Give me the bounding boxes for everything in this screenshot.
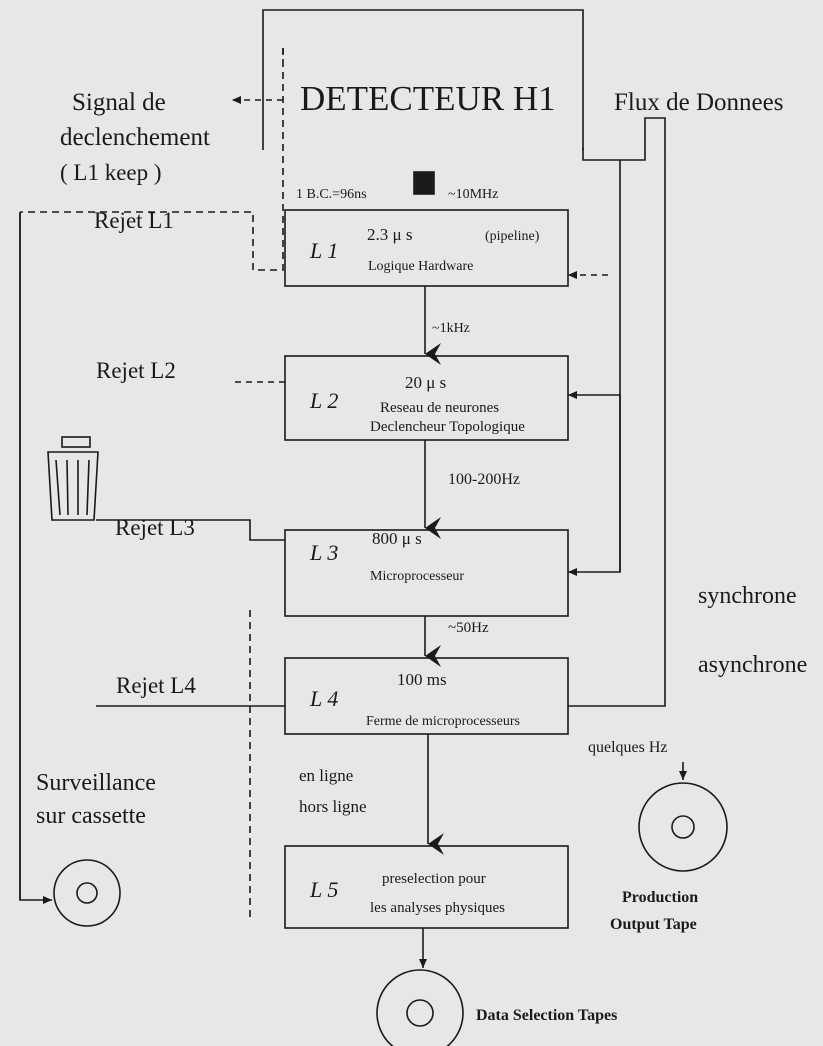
en-ligne-label: en ligne [299,766,353,785]
rejet-l4-label: Rejet L4 [116,673,196,698]
rejet-l3-label: Rejet L3 [115,515,195,540]
l1-name: L 1 [309,238,338,263]
rejet-l2-label: Rejet L2 [96,358,176,383]
rejet-l1-label: Rejet L1 [94,208,174,233]
detector-output-block [413,171,435,195]
data-flow-loop [568,117,666,707]
hors-ligne-label: hors ligne [299,797,367,816]
trash-can-icon [47,436,99,521]
data-selection-tape-reel-icon [376,969,464,1046]
bc-rate: 1 B.C.=96ns [296,187,367,202]
l4-name: L 4 [309,686,338,711]
production-line2: Output Tape [610,916,697,933]
l3-time: 800 μ s [372,529,422,548]
rate-50hz: ~50Hz [448,620,489,636]
flux-label: Flux de Donnees [614,89,783,116]
l3-reject-line [96,519,285,541]
detector-title: DETECTEUR H1 [300,79,556,118]
rate-1khz: ~1kHz [432,321,470,336]
l5-box [284,845,569,929]
production-line1: Production [622,889,698,906]
production-tape-reel-icon [638,782,728,872]
l4-desc: Ferme de microprocesseurs [366,714,520,729]
synchrone-label: synchrone [698,583,797,609]
rate-10mhz: ~10MHz [448,187,498,202]
l2-desc2: Declencheur Topologique [370,419,525,435]
signal-label-line1: Signal de [72,89,166,116]
detector-box [262,9,584,150]
l4-time: 100 ms [397,670,447,689]
l5-name: L 5 [309,877,338,902]
asynchrone-label: asynchrone [698,652,807,678]
l1-note: (pipeline) [485,229,540,244]
l1-box [284,209,569,287]
surveillance-tape-reel-icon [53,859,121,927]
surveillance-line2: sur cassette [36,803,146,829]
signal-label-line2: declenchement [60,124,210,151]
data-selection-label: Data Selection Tapes [476,1007,617,1024]
l5-desc1: preselection pour [382,871,486,887]
l5-desc2: les analyses physiques [370,900,505,916]
l2-time: 20 μ s [405,373,446,392]
l1-time: 2.3 μ s [367,225,412,244]
l2-name: L 2 [309,388,338,413]
quelques-hz-label: quelques Hz [588,739,668,756]
l2-desc1: Reseau de neurones [380,400,499,416]
rate-100hz: 100-200Hz [448,471,520,488]
l3-desc: Microprocesseur [370,569,464,584]
surveillance-line1: Surveillance [36,770,156,796]
signal-label-line3: ( L1 keep ) [60,160,162,185]
l1-desc: Logique Hardware [368,259,473,274]
l3-name: L 3 [309,540,338,565]
